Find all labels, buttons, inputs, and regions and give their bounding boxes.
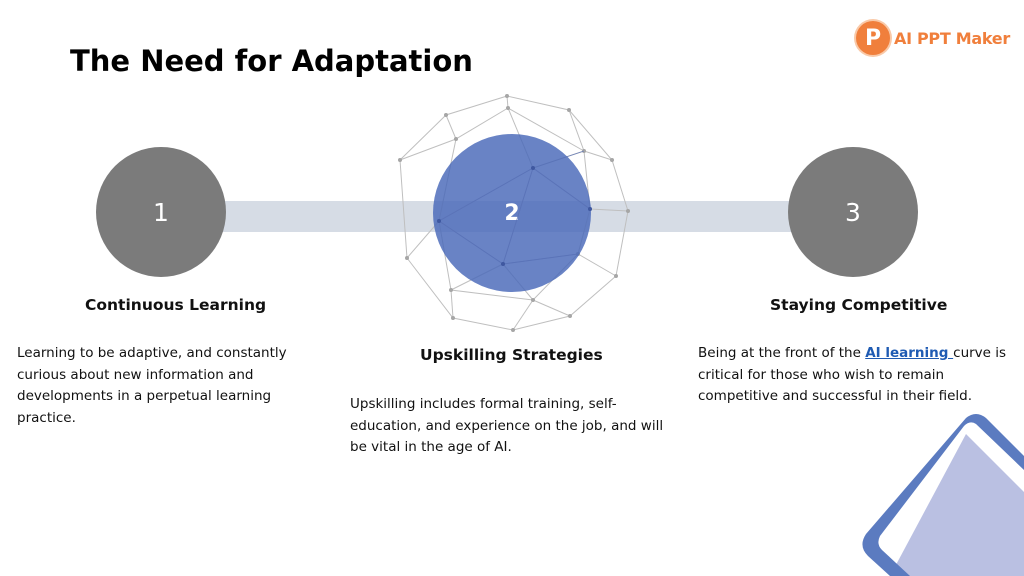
slide-title: The Need for Adaptation (70, 44, 473, 78)
step-3-number: 3 (845, 197, 861, 227)
step-3-text-after: curve is critical for those who wish to … (698, 345, 1007, 404)
corner-decoration (862, 414, 1024, 576)
step-2-number: 2 (504, 200, 520, 226)
step-1-heading: Continuous Learning (85, 296, 267, 314)
step-3-circle: 3 (788, 147, 918, 277)
step-3-heading: Staying Competitive (770, 296, 948, 314)
step-2-heading: Upskilling Strategies (420, 346, 603, 364)
logo-badge-icon: P (856, 21, 890, 55)
step-2-description: Upskilling includes formal training, sel… (350, 396, 664, 455)
step-1-circle: 1 (96, 147, 226, 277)
step-2-circle: 2 (433, 134, 591, 292)
step-1-number: 1 (153, 197, 169, 227)
step-1-description: Learning to be adaptive, and constantly … (17, 345, 287, 426)
brand-logo[interactable]: P AI PPT Maker (856, 20, 1010, 56)
ai-learning-link[interactable]: AI learning (865, 345, 954, 361)
step-3-description: Being at the front of the AI learning cu… (698, 343, 1018, 408)
logo-text: AI PPT Maker (894, 28, 1010, 48)
step-3-text-before: Being at the front of the (698, 345, 866, 361)
